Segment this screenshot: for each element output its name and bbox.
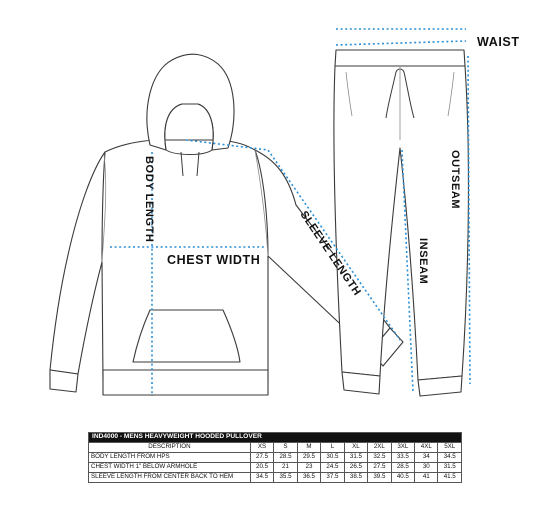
table-title: IND4000 - MENS HEAVYWEIGHT HOODED PULLOV… — [88, 432, 462, 443]
table-cell-value: 30 — [414, 462, 439, 473]
body-length-label: BODY LENGTH — [143, 156, 155, 242]
table-cell-value: 37.5 — [320, 472, 345, 483]
joggers-legs — [333, 65, 469, 381]
table-cell-value: 40.5 — [390, 472, 416, 483]
hoodie-left-cuff — [49, 369, 79, 393]
table-cell-value: 31.5 — [343, 452, 369, 463]
table-cell-value: 32.5 — [367, 452, 392, 463]
hoodie-pocket — [132, 309, 241, 363]
table-cell-value: 27.5 — [367, 462, 392, 473]
table-header-size: L — [320, 442, 345, 453]
hoodie-drawstring-left — [180, 151, 184, 177]
table-row-description: BODY LENGTH FROM HPS — [88, 452, 251, 463]
table-cell-value: 38.5 — [343, 472, 369, 483]
table-cell-value: 34.5 — [437, 452, 462, 463]
table-cell-value: 24.5 — [320, 462, 345, 473]
hoodie-hood-opening — [164, 103, 214, 155]
table-cell-value: 35.5 — [273, 472, 298, 483]
hoodie-waistband — [102, 369, 269, 396]
joggers-left-cuff — [341, 371, 381, 395]
joggers-right-cuff — [417, 375, 463, 397]
joggers-illustration — [333, 49, 469, 397]
table-cell-value: 30.5 — [320, 452, 345, 463]
hoodie-left-sleeve — [49, 151, 106, 375]
waist-label: WAIST — [477, 35, 520, 49]
table-header-description: DESCRIPTION — [88, 442, 251, 453]
hoodie-drawstring-right — [196, 151, 200, 177]
table-cell-value: 34 — [414, 452, 439, 463]
table-row-description: SLEEVE LENGTH FROM CENTER BACK TO HEM — [88, 472, 251, 483]
hoodie-right-armhole-seam — [254, 149, 269, 257]
joggers-waistband — [334, 49, 466, 67]
inseam-line — [401, 149, 414, 393]
size-chart-table: IND4000 - MENS HEAVYWEIGHT HOODED PULLOV… — [88, 432, 462, 483]
table-cell-value: 31.5 — [437, 462, 462, 473]
outseam-label: OUTSEAM — [449, 150, 461, 209]
waist-line-lower — [335, 40, 467, 46]
table-header-size: XS — [249, 442, 275, 453]
hoodie-left-armhole-seam — [101, 153, 107, 263]
table-cell-value: 27.5 — [249, 452, 275, 463]
chest-width-label: CHEST WIDTH — [167, 253, 260, 267]
table-cell-value: 21 — [273, 462, 298, 473]
table-cell-value: 20.5 — [249, 462, 275, 473]
table-header-size: M — [296, 442, 322, 453]
table-cell-value: 39.5 — [367, 472, 392, 483]
table-cell-value: 23 — [296, 462, 322, 473]
table-header-size: 2XL — [367, 442, 392, 453]
inseam-label: INSEAM — [417, 238, 429, 284]
joggers-right-pocket-seam — [447, 71, 455, 117]
table-cell-value: 41.5 — [437, 472, 462, 483]
outseam-line — [467, 55, 471, 385]
table-header-size: S — [273, 442, 298, 453]
table-cell-value: 29.5 — [296, 452, 322, 463]
hoodie-hood — [146, 53, 235, 151]
table-row-description: CHEST WIDTH 1" BELOW ARMHOLE — [88, 462, 251, 473]
size-diagram: BODY LENGTH CHEST WIDTH SLEEVE LENGTH WA… — [49, 28, 520, 397]
table-header-size: 3XL — [390, 442, 416, 453]
table-cell-value: 26.5 — [343, 462, 369, 473]
table-cell-value: 36.5 — [296, 472, 322, 483]
table-cell-value: 28.5 — [273, 452, 298, 463]
table-header-size: XL — [343, 442, 369, 453]
table-cell-value: 33.5 — [390, 452, 416, 463]
table-cell-value: 41 — [414, 472, 439, 483]
table-header-size: 4XL — [414, 442, 439, 453]
measurement-lines — [110, 28, 471, 396]
table-cell-value: 28.5 — [390, 462, 416, 473]
table-header-size: 5XL — [437, 442, 462, 453]
table-cell-value: 34.5 — [249, 472, 275, 483]
joggers-left-pocket-seam — [345, 71, 353, 117]
